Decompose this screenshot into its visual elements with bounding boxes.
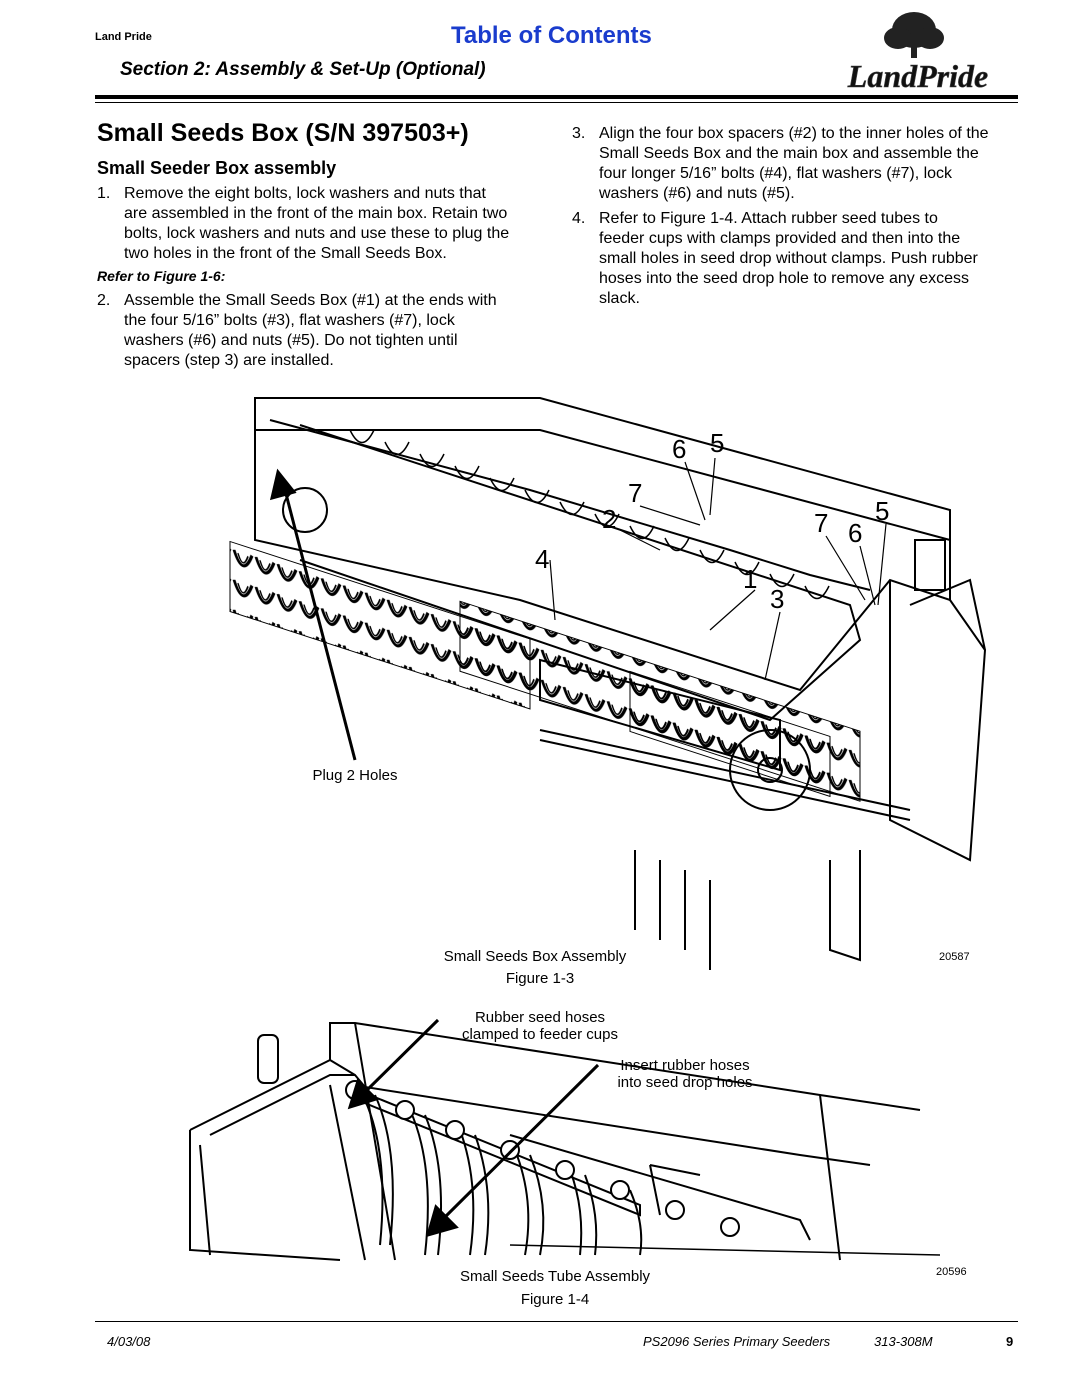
table-of-contents-link[interactable]: Table of Contents: [451, 22, 652, 49]
callout-5: 5: [710, 428, 724, 458]
rubber-hoses-label: Rubber seed hoses clamped to feeder cups: [462, 1009, 618, 1043]
footer-doc-number: 313-308M: [874, 1334, 933, 1349]
subsection-title: Small Seeder Box assembly: [97, 158, 337, 178]
brand-name: Land Pride: [95, 31, 152, 43]
header-rule-thick: [95, 95, 1018, 99]
callout-6: 6: [672, 434, 686, 464]
step-1: 1. Remove the eight bolts, lock washers …: [97, 185, 510, 262]
small-seeds-box-assembly-drawing: 6 5 7 2 7 6 5 4 1 3: [229, 397, 987, 970]
footer-doc-title: PS2096 Series Primary Seeders: [643, 1334, 831, 1349]
small-seeds-tube-assembly-drawing: [189, 1018, 940, 1261]
callout-2: 2: [602, 504, 616, 534]
figure-1-3-image-number: 20587: [939, 951, 970, 963]
footer-rule: [95, 1321, 1018, 1322]
plug-holes-label: Plug 2 Holes: [312, 767, 398, 784]
figure-1-4-image-number: 20596: [936, 1266, 967, 1278]
figure-1-4-label: Figure 1-4: [520, 1291, 590, 1308]
figure-1-4-caption: Small Seeds Tube Assembly: [459, 1268, 651, 1285]
section-title: Section 2: Assembly & Set-Up (Optional): [120, 59, 486, 80]
callout-4: 4: [535, 544, 549, 574]
callout-6-right: 6: [848, 518, 862, 548]
page-title: Small Seeds Box (S/N 397503+): [97, 119, 469, 147]
step-3: 3. Align the four box spacers (#2) to th…: [572, 125, 989, 202]
footer-date: 4/03/08: [107, 1334, 151, 1349]
callout-1: 1: [743, 564, 757, 594]
callout-5-right: 5: [875, 496, 889, 526]
callout-7-right: 7: [814, 508, 828, 538]
figure-1-3-caption: Small Seeds Box Assembly: [443, 948, 627, 965]
svg-text:LandPride: LandPride: [847, 58, 988, 94]
refer-to-figure-note: Refer to Figure 1-6:: [97, 268, 226, 284]
step-2: 2. Assemble the Small Seeds Box (#1) at …: [97, 292, 497, 369]
callout-3: 3: [770, 584, 784, 614]
figure-1-3-label: Figure 1-3: [505, 970, 575, 987]
page-number: 9: [1006, 1334, 1014, 1349]
insert-hoses-label: Insert rubber hoses into seed drop holes: [617, 1057, 753, 1091]
callout-7: 7: [628, 478, 642, 508]
header-rule-thin: [95, 102, 1018, 103]
step-4: 4. Refer to Figure 1-4. Attach rubber se…: [572, 210, 978, 307]
land-pride-logo: LandPride: [818, 12, 1018, 94]
